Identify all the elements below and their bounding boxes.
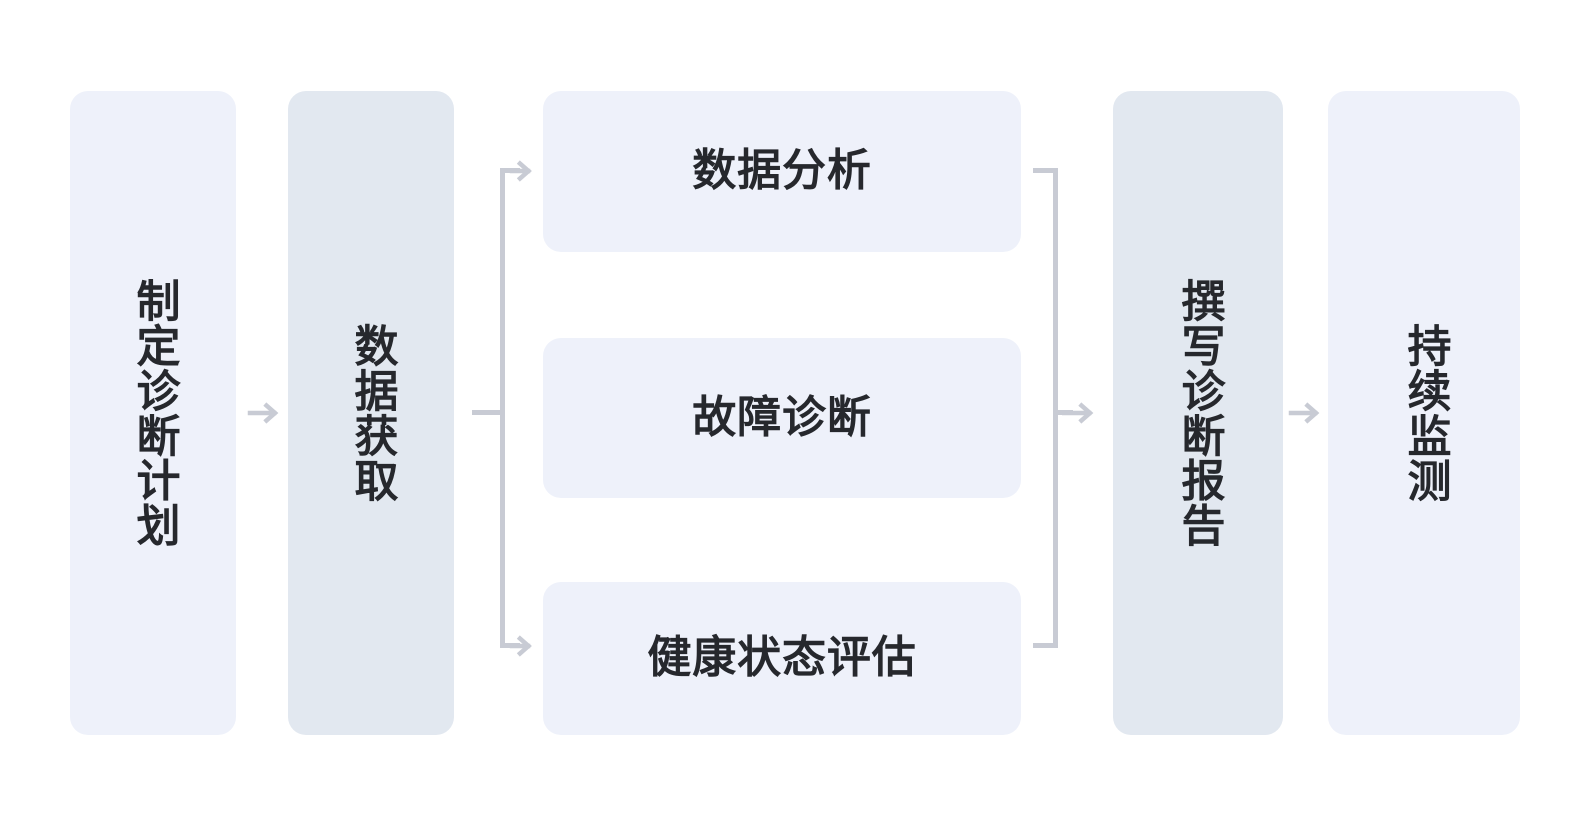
arrow-right-icon-plan-to-acquire [247, 396, 281, 430]
arrow-right-icon-report-to-monitor [1288, 396, 1322, 430]
arrow-right-icon-fork-bottom [498, 629, 532, 663]
merge-connector-top-arm [1033, 168, 1058, 173]
fork-connector-spine [500, 168, 505, 648]
node-plan[interactable]: 制定诊断计划 [70, 91, 236, 735]
node-acquire[interactable]: 数据获取 [288, 91, 454, 735]
merge-connector-spine [1053, 168, 1058, 648]
arrow-right-icon-merge-to-report [1062, 396, 1096, 430]
node-data-analysis[interactable]: 数据分析 [543, 91, 1021, 252]
fork-connector-stub [472, 410, 504, 415]
node-continuous-monitoring[interactable]: 持续监测 [1328, 91, 1520, 735]
merge-connector-bottom-arm [1033, 643, 1058, 648]
arrow-right-icon-fork-top [498, 154, 532, 188]
node-write-report[interactable]: 撰写诊断报告 [1113, 91, 1283, 735]
node-fault-diagnosis[interactable]: 故障诊断 [543, 338, 1021, 498]
node-health-assessment[interactable]: 健康状态评估 [543, 582, 1021, 735]
